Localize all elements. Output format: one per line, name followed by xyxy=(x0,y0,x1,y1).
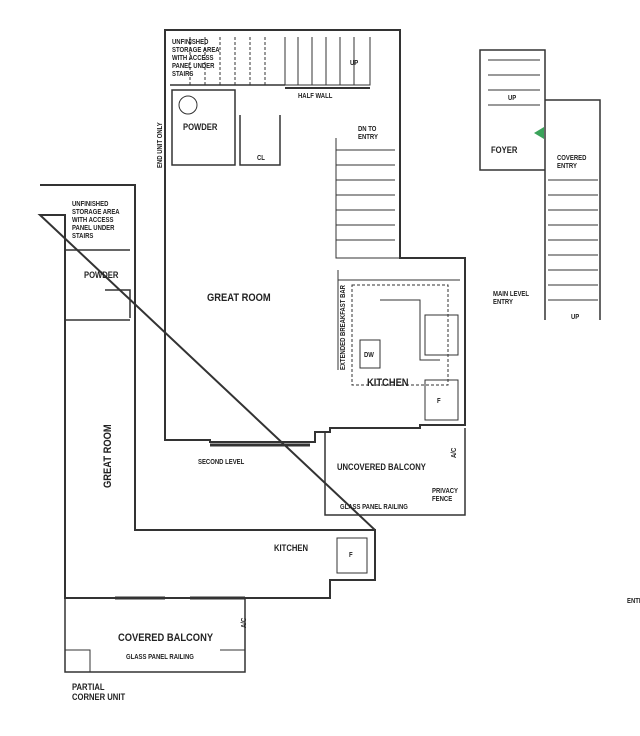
dn-stairs xyxy=(335,138,400,259)
upper-unit-walls xyxy=(164,29,466,443)
entry-arrow-icon xyxy=(534,127,544,139)
covered-balcony-label: COVERED BALCONY xyxy=(118,632,214,644)
closet-label: CL xyxy=(257,155,265,162)
upper-storage-label: UNFINISHED STORAGE AREA WITH ACCESS PANE… xyxy=(172,39,220,78)
upper-great-room-label: GREAT ROOM xyxy=(207,292,271,304)
lower-kitchen-label: KITCHEN xyxy=(274,543,308,553)
partial-corner-label: PARTIAL CORNER UNIT xyxy=(72,682,126,702)
kitchen-counter xyxy=(337,270,460,421)
end-unit-label: END UNIT ONLY xyxy=(157,122,164,168)
upper-ac-label: A/C xyxy=(451,447,458,458)
upper-kitchen-label: KITCHEN xyxy=(367,377,409,389)
dn-entry-label: DN TO ENTRY xyxy=(358,126,378,141)
lower-powder-label: POWDER xyxy=(84,270,119,280)
lower-fridge-label: F xyxy=(349,552,353,559)
lower-storage-label: UNFINISHED STORAGE AREA WITH ACCESS PANE… xyxy=(72,201,120,240)
foyer-up-label: UP xyxy=(508,95,517,102)
upper-powder-label: POWDER xyxy=(183,122,218,132)
main-entry-label: MAIN LEVEL ENTRY xyxy=(493,291,530,306)
cut-off-label: ENTR xyxy=(627,598,640,605)
powder-walls xyxy=(171,89,281,166)
half-wall-label: HALF WALL xyxy=(298,93,333,100)
upper-stairs xyxy=(189,37,371,89)
foyer-label: FOYER xyxy=(491,145,518,155)
breakfast-bar xyxy=(351,284,449,386)
covered-entry-label: COVERED ENTRY xyxy=(557,155,587,170)
uncovered-balcony xyxy=(324,428,466,516)
upper-fridge-label: F xyxy=(437,398,441,405)
upper-up-label: UP xyxy=(350,60,359,67)
lower-railing-label: GLASS PANEL RAILING xyxy=(126,654,194,661)
uncovered-balcony-label: UNCOVERED BALCONY xyxy=(337,462,426,472)
entry-stairs xyxy=(548,179,598,301)
lower-storage xyxy=(65,249,131,321)
foyer-walls xyxy=(479,49,601,320)
lower-balcony xyxy=(64,598,246,673)
dw-label: DW xyxy=(364,352,374,359)
second-level-label: SECOND LEVEL xyxy=(198,459,245,466)
entry-up-label: UP xyxy=(571,314,580,321)
privacy-fence-label: PRIVACY FENCE xyxy=(432,488,459,503)
upper-railing-label: GLASS PANEL RAILING xyxy=(340,504,408,511)
lower-unit-walls xyxy=(37,184,376,599)
lower-great-room-label: GREAT ROOM xyxy=(102,424,114,488)
foyer-stairs xyxy=(488,59,540,106)
lower-ac-label: A/C xyxy=(241,617,248,628)
breakfast-bar-label: EXTENDED BREAKFAST BAR xyxy=(340,285,347,370)
